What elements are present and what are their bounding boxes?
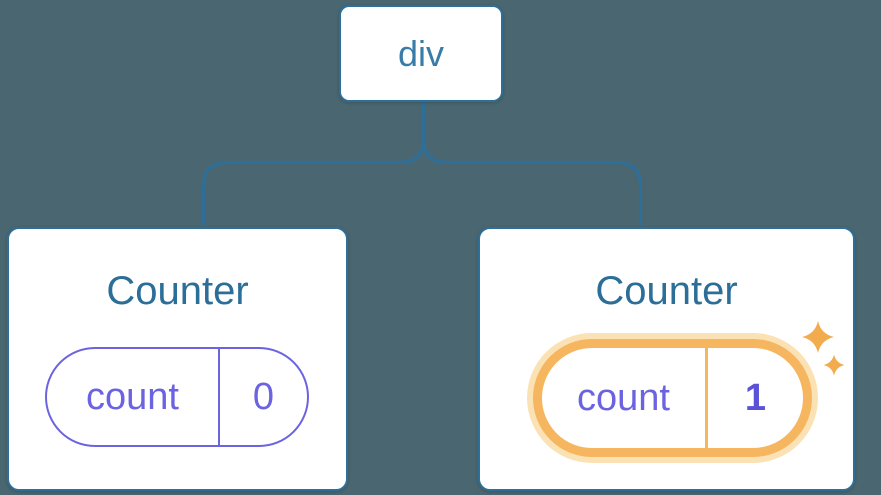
sparkle-icon-small: [823, 354, 845, 376]
state-key-label: count: [47, 349, 220, 445]
sparkles-group: [802, 321, 845, 376]
component-title: Counter: [595, 269, 738, 313]
state-value-label: 1: [744, 376, 767, 419]
root-node-div: div: [339, 5, 503, 102]
sparkle-icon-large: [802, 321, 834, 353]
counter-card-left: Counter count 0: [7, 227, 348, 491]
state-value-label: 0: [252, 375, 275, 418]
counter-card-right: Counter count 1: [478, 227, 855, 491]
connector-left-branch: [201, 100, 426, 226]
state-badge-highlighted: count 1: [533, 339, 812, 457]
state-key-label: count: [542, 348, 708, 448]
state-badge: count 0: [45, 347, 309, 447]
component-title: Counter: [106, 269, 249, 313]
root-node-label: div: [397, 32, 445, 74]
connector-right-branch: [421, 138, 643, 226]
